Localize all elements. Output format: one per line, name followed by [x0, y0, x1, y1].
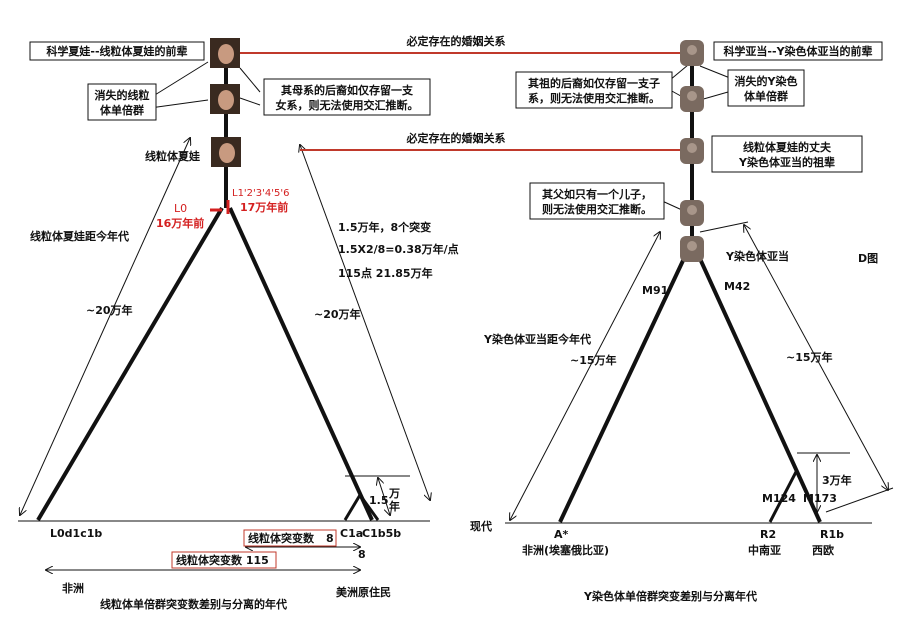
left-span-arrow — [20, 138, 190, 515]
mt-eve-portrait — [211, 137, 241, 167]
y-branch-right — [694, 249, 822, 523]
grandfather-label-1: 其祖的后裔如仅存留一支子 — [528, 76, 660, 90]
husband-box — [711, 135, 863, 173]
short-span-arrow — [378, 478, 390, 515]
right-caption: Y染色体单倍群突变差别与分离年代 — [583, 589, 757, 603]
L0-age: 16万年前 — [156, 216, 204, 230]
adam-age-label: Y染色体亚当距今年代 — [483, 332, 591, 346]
y-branch-left — [558, 249, 690, 523]
A-label: A* — [554, 528, 569, 541]
short-span-unit-2: 年 — [389, 499, 400, 513]
father-label-1: 其父如只有一个儿子， — [542, 187, 652, 201]
M124-label: M124 — [762, 492, 796, 505]
y-left-span-arrow — [510, 232, 660, 520]
americas-label: 美洲原住民 — [336, 585, 391, 599]
y-adam-figure — [680, 236, 704, 262]
w-europe-label: 西欧 — [812, 543, 834, 557]
africa-label: 非洲 — [62, 581, 84, 595]
lost-y-box — [727, 69, 805, 107]
calc-line-2: 1.5X2/8=0.38万年/点 — [338, 242, 459, 256]
right-span-arrow — [300, 145, 430, 500]
lost-y-figure — [680, 86, 704, 112]
s-asia-label: 中南亚 — [748, 543, 781, 557]
L1-age: 17万年前 — [240, 200, 288, 214]
lost-mt-box — [87, 83, 157, 121]
L1-label: L1'2'3'4'5'6 — [232, 188, 290, 199]
father-figure — [680, 200, 704, 226]
L0d1c1b-label: L0d1c1b — [50, 527, 102, 540]
mother-line-label-1: 其母系的后裔如仅存留一支 — [281, 83, 414, 97]
short-span-unit-1: 万 — [388, 487, 400, 500]
C1a-label: C1a — [340, 527, 363, 540]
pointer — [669, 64, 689, 81]
pointer — [149, 61, 209, 99]
M42-label: M42 — [724, 280, 750, 293]
lost-y-label-2: 体单倍群 — [744, 89, 788, 103]
husband-label-2: Y染色体亚当的祖辈 — [738, 155, 835, 169]
mother-line-box — [263, 78, 431, 116]
calc-line-3: 115点 21.85万年 — [338, 266, 433, 280]
adam-predecessor-figure — [680, 40, 704, 66]
mut8-box — [243, 529, 337, 547]
C1b5b-label: C1b5b — [362, 527, 401, 540]
left-caption: 线粒体单倍群突变数差别与分离的年代 — [100, 597, 287, 611]
mt-c1-split — [343, 494, 362, 521]
grandfather-box — [515, 71, 673, 109]
eve-predecessor-box — [29, 41, 205, 61]
lost-y-label-1: 消失的Y染色 — [735, 74, 798, 88]
husband-label-1: 线粒体夏娃的丈夫 — [743, 140, 832, 154]
eve-predecessor-portrait — [210, 38, 240, 68]
father-box — [529, 182, 665, 220]
mut8-value: 8 — [326, 532, 334, 545]
eve-predecessor-label: 科学夏娃--线粒体夏娃的前辈 — [46, 44, 187, 58]
M173-label: M173 — [803, 492, 837, 505]
left-span-label: ~20万年 — [86, 303, 133, 317]
husband-figure — [680, 138, 704, 164]
lost-mt-label-2: 体单倍群 — [100, 103, 144, 117]
y-right-span-label: ~15万年 — [786, 350, 833, 364]
mt-branch-left — [36, 206, 224, 522]
mt-eve-label: 线粒体夏娃 — [145, 149, 200, 163]
adam-predecessor-box — [713, 41, 883, 61]
y-africa-label: 非洲(埃塞俄比亚) — [522, 543, 609, 557]
R2-label: R2 — [760, 528, 776, 541]
y-adam-label: Y染色体亚当 — [725, 249, 789, 263]
L0-label: L0 — [174, 202, 187, 215]
pointer — [149, 99, 209, 109]
mut8-value-2: 8 — [358, 548, 366, 561]
present-label: 现代 — [470, 519, 492, 533]
lost-mt-label-1: 消失的线粒 — [95, 88, 150, 102]
right-span-label: ~20万年 — [314, 307, 361, 321]
y-left-span-label: ~15万年 — [570, 353, 617, 367]
short-span-label: 1.5 — [369, 494, 389, 507]
mut115-label: 线粒体突变数 115 — [176, 553, 269, 567]
marriage-label-1: 必定存在的婚姻关系 — [406, 34, 506, 48]
lost-mt-portrait — [210, 84, 240, 114]
mother-line-label-2: 女系，则无法使用交汇推断。 — [276, 98, 419, 112]
adam-predecessor-label: 科学亚当--Y染色体亚当的前辈 — [723, 44, 872, 58]
pointer — [239, 67, 261, 93]
mut8-label: 线粒体突变数 — [248, 531, 315, 545]
calc-line-1: 1.5万年，8个突变 — [338, 220, 431, 234]
grandfather-label-2: 系，则无法使用交汇推断。 — [528, 91, 660, 105]
marriage-label-2: 必定存在的婚姻关系 — [406, 131, 506, 145]
mut115-box — [171, 551, 277, 569]
dim-tick — [825, 487, 894, 513]
dim-tick — [699, 221, 749, 233]
father-label-2: 则无法使用交汇推断。 — [542, 202, 652, 216]
figure-label: D图 — [858, 252, 878, 265]
R1b-label: R1b — [820, 528, 844, 541]
eve-age-label: 线粒体夏娃距今年代 — [30, 229, 129, 243]
pointer — [239, 97, 261, 106]
y-3wan-label: 3万年 — [822, 473, 852, 487]
y-right-span-arrow — [744, 225, 888, 490]
M91-label: M91 — [642, 284, 668, 297]
